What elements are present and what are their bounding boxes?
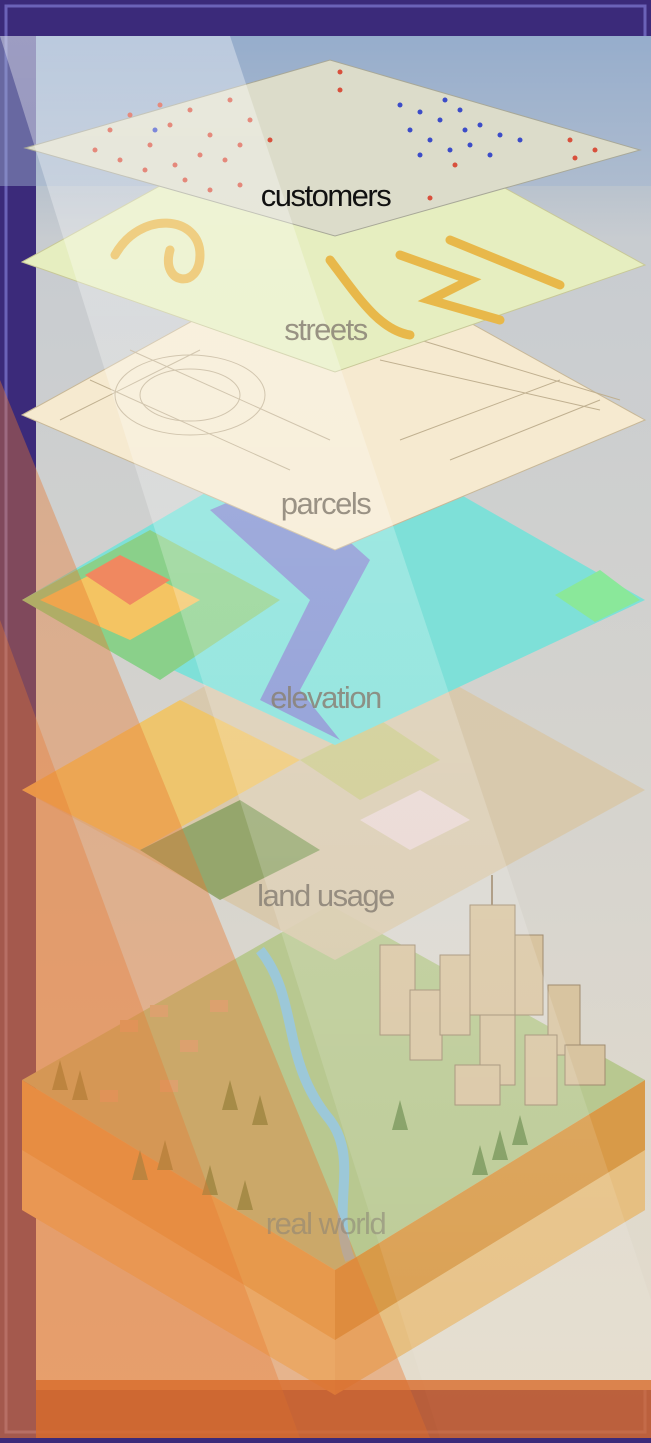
river [256, 946, 355, 1262]
light-beam [0, 36, 651, 1438]
orange-overlay-1 [0, 380, 430, 1438]
houses [100, 1000, 228, 1102]
layer-label-elevation: elevation [270, 680, 382, 715]
layer-label-real-world: real world [265, 1206, 387, 1241]
layer-label-land-usage: land usage [257, 878, 395, 913]
elevation-right-green [555, 570, 640, 622]
layer-label-streets: streets [284, 312, 368, 347]
orange-bottom-band [36, 1380, 651, 1438]
layer-label-customers: customers [260, 178, 392, 213]
layer-label-parcels: parcels [280, 486, 372, 521]
customer-dots-blue [152, 97, 523, 158]
orange-overlay-2 [0, 620, 300, 1438]
elevation-orange-zone [85, 555, 170, 605]
